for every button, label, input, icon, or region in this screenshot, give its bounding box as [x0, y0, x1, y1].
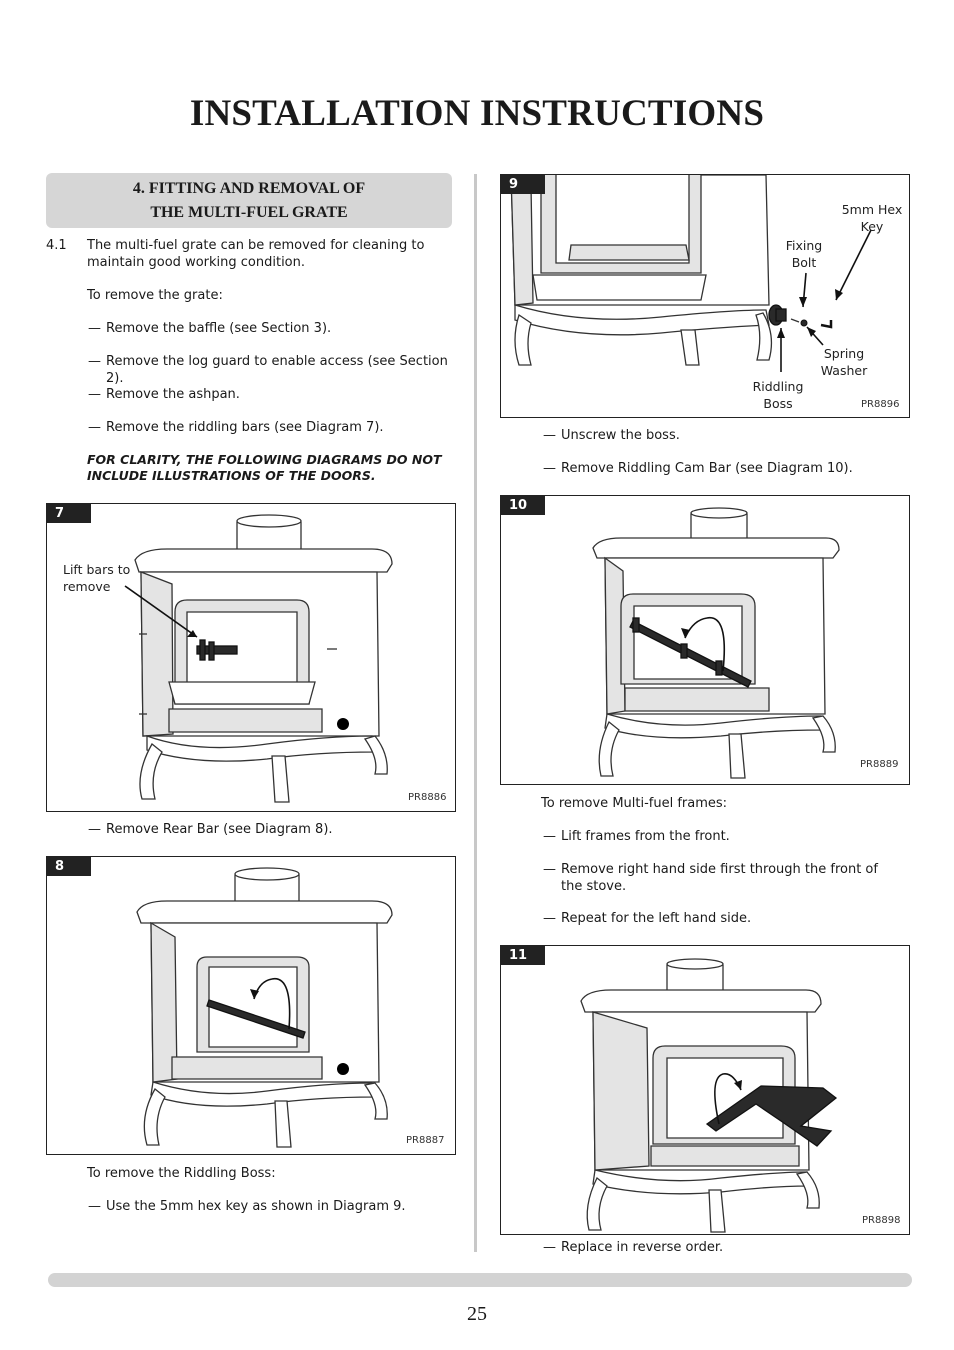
diagram-10-code: PR8889 [860, 759, 899, 770]
step-rear-bar: Remove Rear Bar (see Diagram 8). [88, 821, 458, 838]
to-remove-boss-text: To remove the Riddling Boss: [87, 1166, 276, 1181]
stove-illustration-11 [580, 958, 838, 1233]
column-divider [474, 174, 477, 1252]
section-heading: 4. FITTING AND REMOVAL OF THE MULTI-FUEL… [46, 173, 452, 228]
step-grate-2: Remove the log guard to enable access (s… [88, 353, 458, 387]
step-frames-3: Repeat for the left hand side. [543, 910, 903, 927]
diagram-8-number: 8 [47, 857, 91, 876]
riddling-boss-label: Riddling Boss [752, 379, 804, 411]
diagram-11-number: 11 [501, 946, 545, 965]
lift-arrow [124, 585, 198, 638]
hex-key-label: 5mm Hex Key [841, 202, 903, 234]
to-remove-frames-text: To remove Multi-fuel frames: [541, 796, 728, 811]
step-frames-1: Lift frames from the front. [543, 828, 903, 845]
spring-washer-label: Spring Washer [820, 346, 868, 378]
diagram-7-number: 7 [47, 504, 91, 523]
diagram-10: 10 PR8889 [500, 495, 910, 785]
callout-arrows-9 [777, 229, 872, 372]
diagram-11: 11 PR8898 [500, 945, 910, 1235]
diagram-9-code: PR8896 [861, 399, 900, 410]
rotate-arrow-8 [250, 978, 291, 1030]
item-number: 4.1 [46, 238, 67, 253]
diagram-7-code: PR8886 [408, 792, 447, 803]
rotate-arrow-11 [714, 1073, 742, 1125]
diagram-9: 9 5mm Hex Key Fixing Bolt Spring Washer … [500, 174, 910, 418]
step-unscrew-boss: Unscrew the boss. [543, 427, 903, 444]
step-replace: Replace in reverse order. [543, 1239, 903, 1256]
intro-text: The multi-fuel grate can be removed for … [87, 238, 425, 270]
stove-illustration-8 [136, 867, 393, 1148]
page-number: 25 [467, 1303, 487, 1325]
stove-illustration-7 [134, 514, 393, 803]
lift-bars-label: Lift bars to remove [63, 562, 131, 594]
step-grate-1: Remove the baffle (see Section 3). [88, 320, 458, 337]
to-remove-grate-text: To remove the grate: [87, 288, 223, 303]
stove-illustration-10 [592, 507, 840, 779]
section-heading-line1: 4. FITTING AND REMOVAL OF [132, 180, 366, 197]
step-frames-2: Remove right hand side first through the… [543, 861, 903, 895]
diagram-9-number: 9 [501, 175, 545, 194]
diagram-7: 7 Lift bars to remove PR8886 [46, 503, 456, 812]
step-remove-cam-bar: Remove Riddling Cam Bar (see Diagram 10)… [543, 460, 903, 477]
fixing-bolt-label: Fixing Bolt [785, 238, 823, 270]
step-hex-key: Use the 5mm hex key as shown in Diagram … [88, 1198, 458, 1215]
diagram-8-code: PR8887 [406, 1135, 445, 1146]
rotate-arrow-10 [681, 617, 726, 672]
diagram-10-number: 10 [501, 496, 545, 515]
page-title: INSTALLATION INSTRUCTIONS [189, 93, 765, 134]
diagram-8: 8 PR8887 [46, 856, 456, 1155]
footer-bar [48, 1273, 912, 1287]
step-grate-3: Remove the ashpan. [88, 386, 458, 403]
clarity-note: FOR CLARITY, THE FOLLOWING DIAGRAMS DO N… [87, 452, 442, 483]
step-grate-4: Remove the riddling bars (see Diagram 7)… [88, 419, 458, 436]
diagram-11-code: PR8898 [862, 1215, 901, 1226]
stove-closeup-9 [510, 175, 833, 366]
section-heading-line2: THE MULTI-FUEL GRATE [150, 204, 348, 221]
